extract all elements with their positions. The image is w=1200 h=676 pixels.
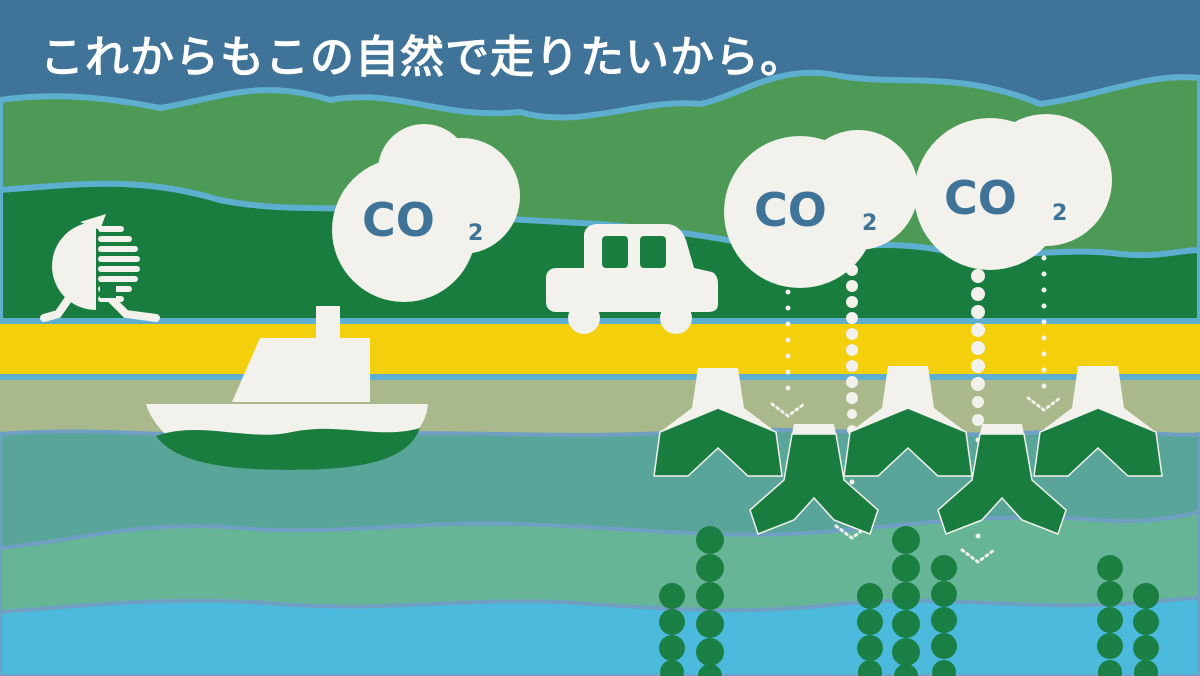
co2-label: CO [754,183,827,237]
seaweed-icon [659,526,1159,676]
co2-subscript: 2 [468,221,483,246]
co2-subscript: 2 [1052,201,1067,226]
runner-icon [40,214,160,322]
tetrapod-icon [653,366,1163,477]
tetrapod-icon [749,424,1067,535]
headline: これからもこの自然で走りたいから。 [40,32,805,83]
bubble-strings [785,255,1047,539]
road-band [0,322,1200,376]
co2-bubble-icon [724,130,918,288]
sea-deep-band [0,595,1200,676]
co2-bubble-icon [332,124,520,302]
co2-label: CO [944,171,1017,225]
ship-icon [146,306,428,470]
co2-subscript: 2 [862,211,877,236]
co2-bubble-icon [914,114,1112,270]
car-icon [546,224,718,334]
co2-label: CO [362,193,435,247]
